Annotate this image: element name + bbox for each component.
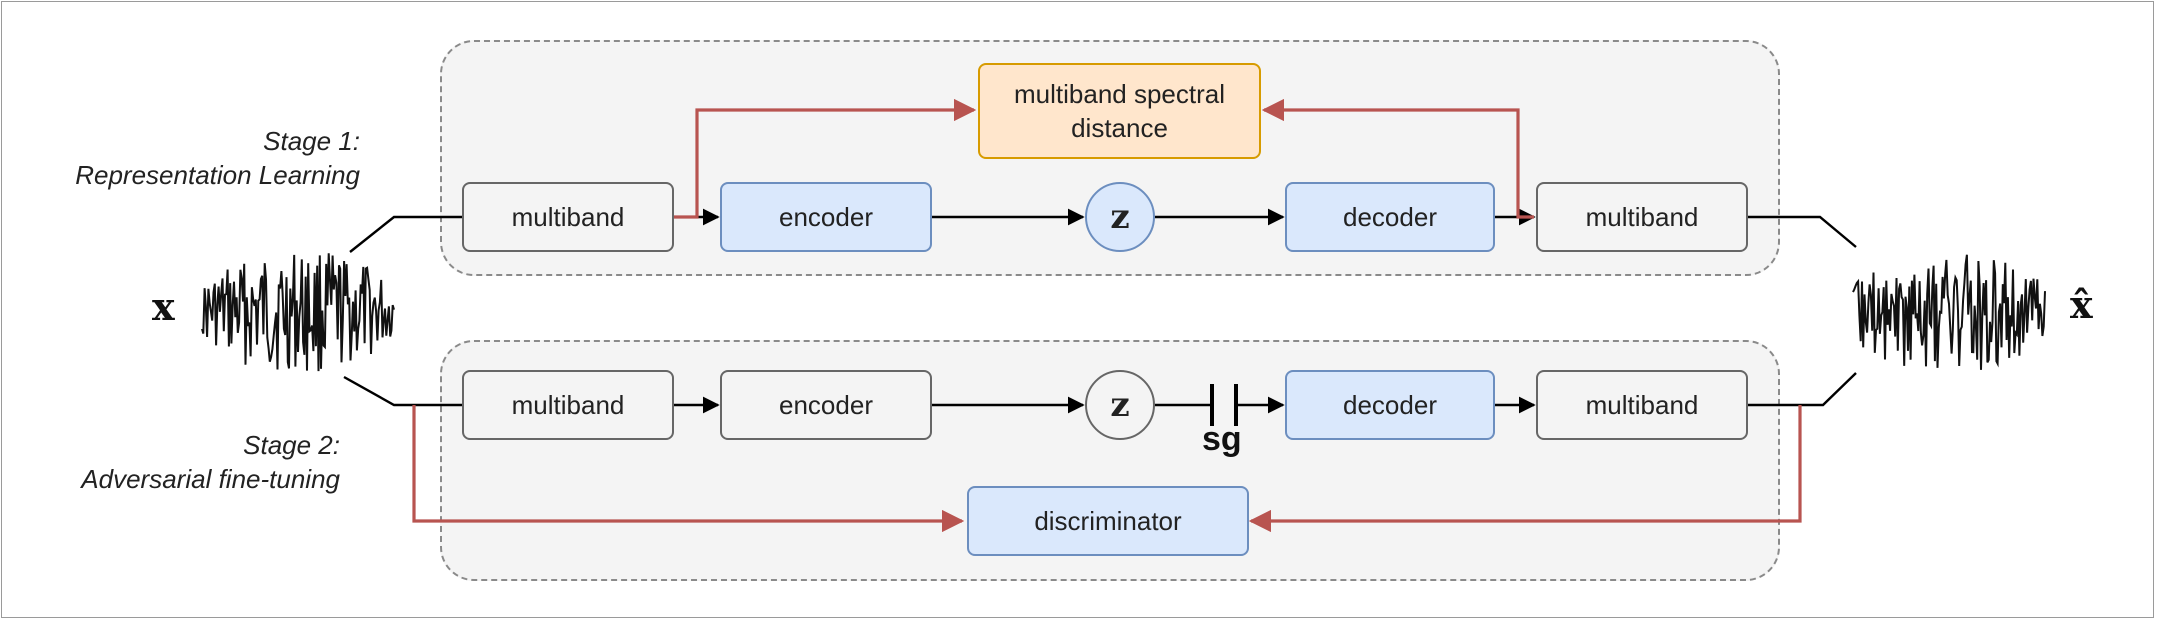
stop-gradient-symbol	[1210, 384, 1238, 426]
wire-input-to-stage2	[343, 375, 462, 407]
stage2-latent-z-node: z	[1085, 370, 1155, 440]
red-arrow-input-to-discriminator	[412, 405, 965, 533]
wire-stage1-to-output	[1748, 215, 1857, 248]
stage2-decoder-box: decoder	[1285, 370, 1495, 440]
stage2-label-subtitle: Adversarial fine-tuning	[81, 464, 340, 494]
output-signal-x-hat: x̂	[2070, 282, 2093, 327]
input-waveform	[201, 253, 395, 372]
stop-gradient-label: sg	[1202, 420, 1242, 458]
output-waveform	[1852, 254, 2046, 370]
stage1-multiband-input-box: multiband	[462, 182, 674, 252]
red-arrow-input-to-loss	[674, 98, 977, 219]
stage1-label: Stage 1: Representation Learning	[20, 124, 360, 192]
wire-input-to-stage1	[349, 215, 462, 253]
stage2-multiband-output-box: multiband	[1536, 370, 1748, 440]
stage1-encoder-box: encoder	[720, 182, 932, 252]
red-arrow-output-to-loss	[1261, 98, 1534, 219]
stage2-label-title: Stage 2:	[243, 430, 340, 460]
discriminator-box: discriminator	[967, 486, 1249, 556]
stage2-encoder-box: encoder	[720, 370, 932, 440]
stage1-latent-z-node: z	[1085, 182, 1155, 252]
stage1-multiband-output-box: multiband	[1536, 182, 1748, 252]
stage2-label: Stage 2: Adversarial fine-tuning	[20, 428, 340, 496]
stage1-label-subtitle: Representation Learning	[75, 160, 360, 190]
input-signal-x: x	[152, 284, 175, 329]
stage1-label-title: Stage 1:	[263, 126, 360, 156]
stage1-decoder-box: decoder	[1285, 182, 1495, 252]
red-arrow-output-to-discriminator	[1248, 405, 1802, 533]
wire-stage2-to-output	[1748, 372, 1857, 407]
multiband-spectral-distance-box: multiband spectral distance	[978, 63, 1261, 159]
stage2-multiband-input-box: multiband	[462, 370, 674, 440]
